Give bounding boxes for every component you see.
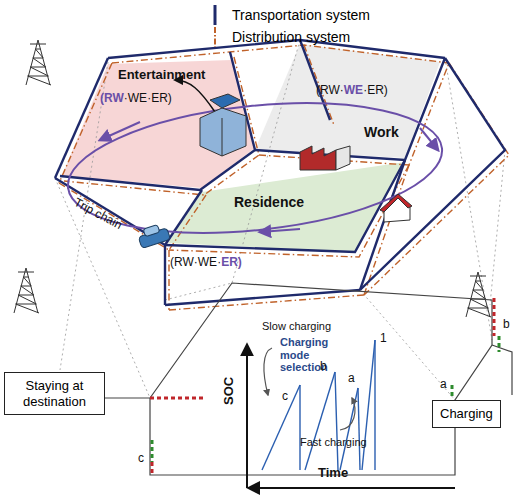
map-label: b	[320, 360, 327, 374]
distribution-line	[364, 63, 509, 295]
legend: Transportation systemDistribution system	[204, 4, 370, 48]
projection-line	[232, 40, 300, 283]
soc-marker	[498, 336, 501, 352]
map-label: Entertainment	[118, 68, 205, 83]
road	[165, 190, 202, 245]
factory	[300, 146, 350, 170]
state-box: Charging	[432, 400, 501, 428]
map-label: a	[348, 372, 355, 386]
soc-marker	[151, 462, 154, 474]
soc-curve	[358, 388, 360, 470]
legend-text: Transportation system	[232, 7, 370, 23]
distribution-line	[59, 63, 112, 183]
distribution-line	[259, 63, 449, 165]
map-label: b	[503, 318, 510, 332]
soc-curve	[299, 385, 300, 470]
soc-curve	[305, 372, 335, 470]
road	[164, 245, 166, 305]
soc-marker	[451, 382, 454, 396]
soc-curve	[374, 340, 375, 470]
mode-arrow	[264, 348, 272, 395]
trip-code: (RW·WE·ER)	[170, 256, 242, 270]
map-label: Work	[364, 124, 399, 140]
soc-curve	[362, 340, 375, 470]
plane-outline	[492, 345, 512, 395]
radio-tower	[26, 40, 51, 85]
projection-line	[490, 150, 505, 305]
legend-text: Distribution system	[232, 29, 350, 45]
map-label: c	[138, 452, 144, 466]
legend-sample	[204, 26, 226, 48]
map-label: Time	[318, 466, 348, 481]
map-label: Trip chain	[72, 196, 125, 233]
time-axis	[249, 487, 455, 489]
map-label: Fast charging	[300, 436, 367, 449]
plane-outline	[105, 283, 492, 475]
mode-arrow	[340, 398, 355, 430]
legend-sample	[204, 4, 226, 26]
box-text: Staying at destination	[12, 378, 97, 409]
road	[165, 290, 360, 305]
soc-axis	[246, 345, 248, 488]
leader-arrow	[175, 80, 215, 112]
map-label: 1	[380, 332, 387, 346]
house	[380, 194, 412, 222]
state-box: Staying at destination	[4, 372, 105, 415]
distribution-line	[168, 250, 169, 310]
road	[300, 40, 330, 120]
trip-chain-loop	[62, 87, 449, 250]
legend-entry: Transportation system	[204, 4, 370, 26]
distribution-line	[169, 195, 206, 250]
radio-tower	[14, 268, 39, 313]
trip-arrow	[420, 128, 438, 150]
soc-marker	[151, 440, 154, 462]
map-label: Residence	[234, 194, 304, 210]
road	[255, 58, 445, 160]
soc-curve	[335, 372, 338, 470]
map-label: Slow charging	[262, 320, 331, 333]
soc-marker	[493, 298, 496, 336]
trip-arrow	[100, 122, 140, 140]
soc-marker	[150, 397, 205, 400]
entertainment-building	[200, 94, 246, 156]
trip-code: (RW·WE·ER)	[316, 84, 388, 98]
trip-code: (RW·WE·ER)	[100, 92, 172, 106]
legend-entry: Distribution system	[204, 26, 370, 48]
distribution-line	[64, 57, 259, 195]
map-label: Charging mode selection	[280, 336, 350, 374]
road	[60, 52, 255, 190]
map-label: c	[282, 390, 288, 404]
soc-curve	[340, 388, 358, 470]
box-text: Charging	[440, 406, 493, 422]
map-label: SOC	[222, 377, 237, 405]
trip-arrow	[260, 229, 300, 232]
distribution-line	[364, 165, 409, 295]
road	[55, 178, 165, 245]
projection-line	[55, 178, 150, 398]
road	[360, 160, 405, 290]
electric-car	[136, 222, 170, 248]
distribution-line	[169, 165, 409, 257]
radio-tower	[466, 272, 491, 317]
soc-curve	[262, 385, 300, 470]
map-label: a	[440, 378, 447, 392]
